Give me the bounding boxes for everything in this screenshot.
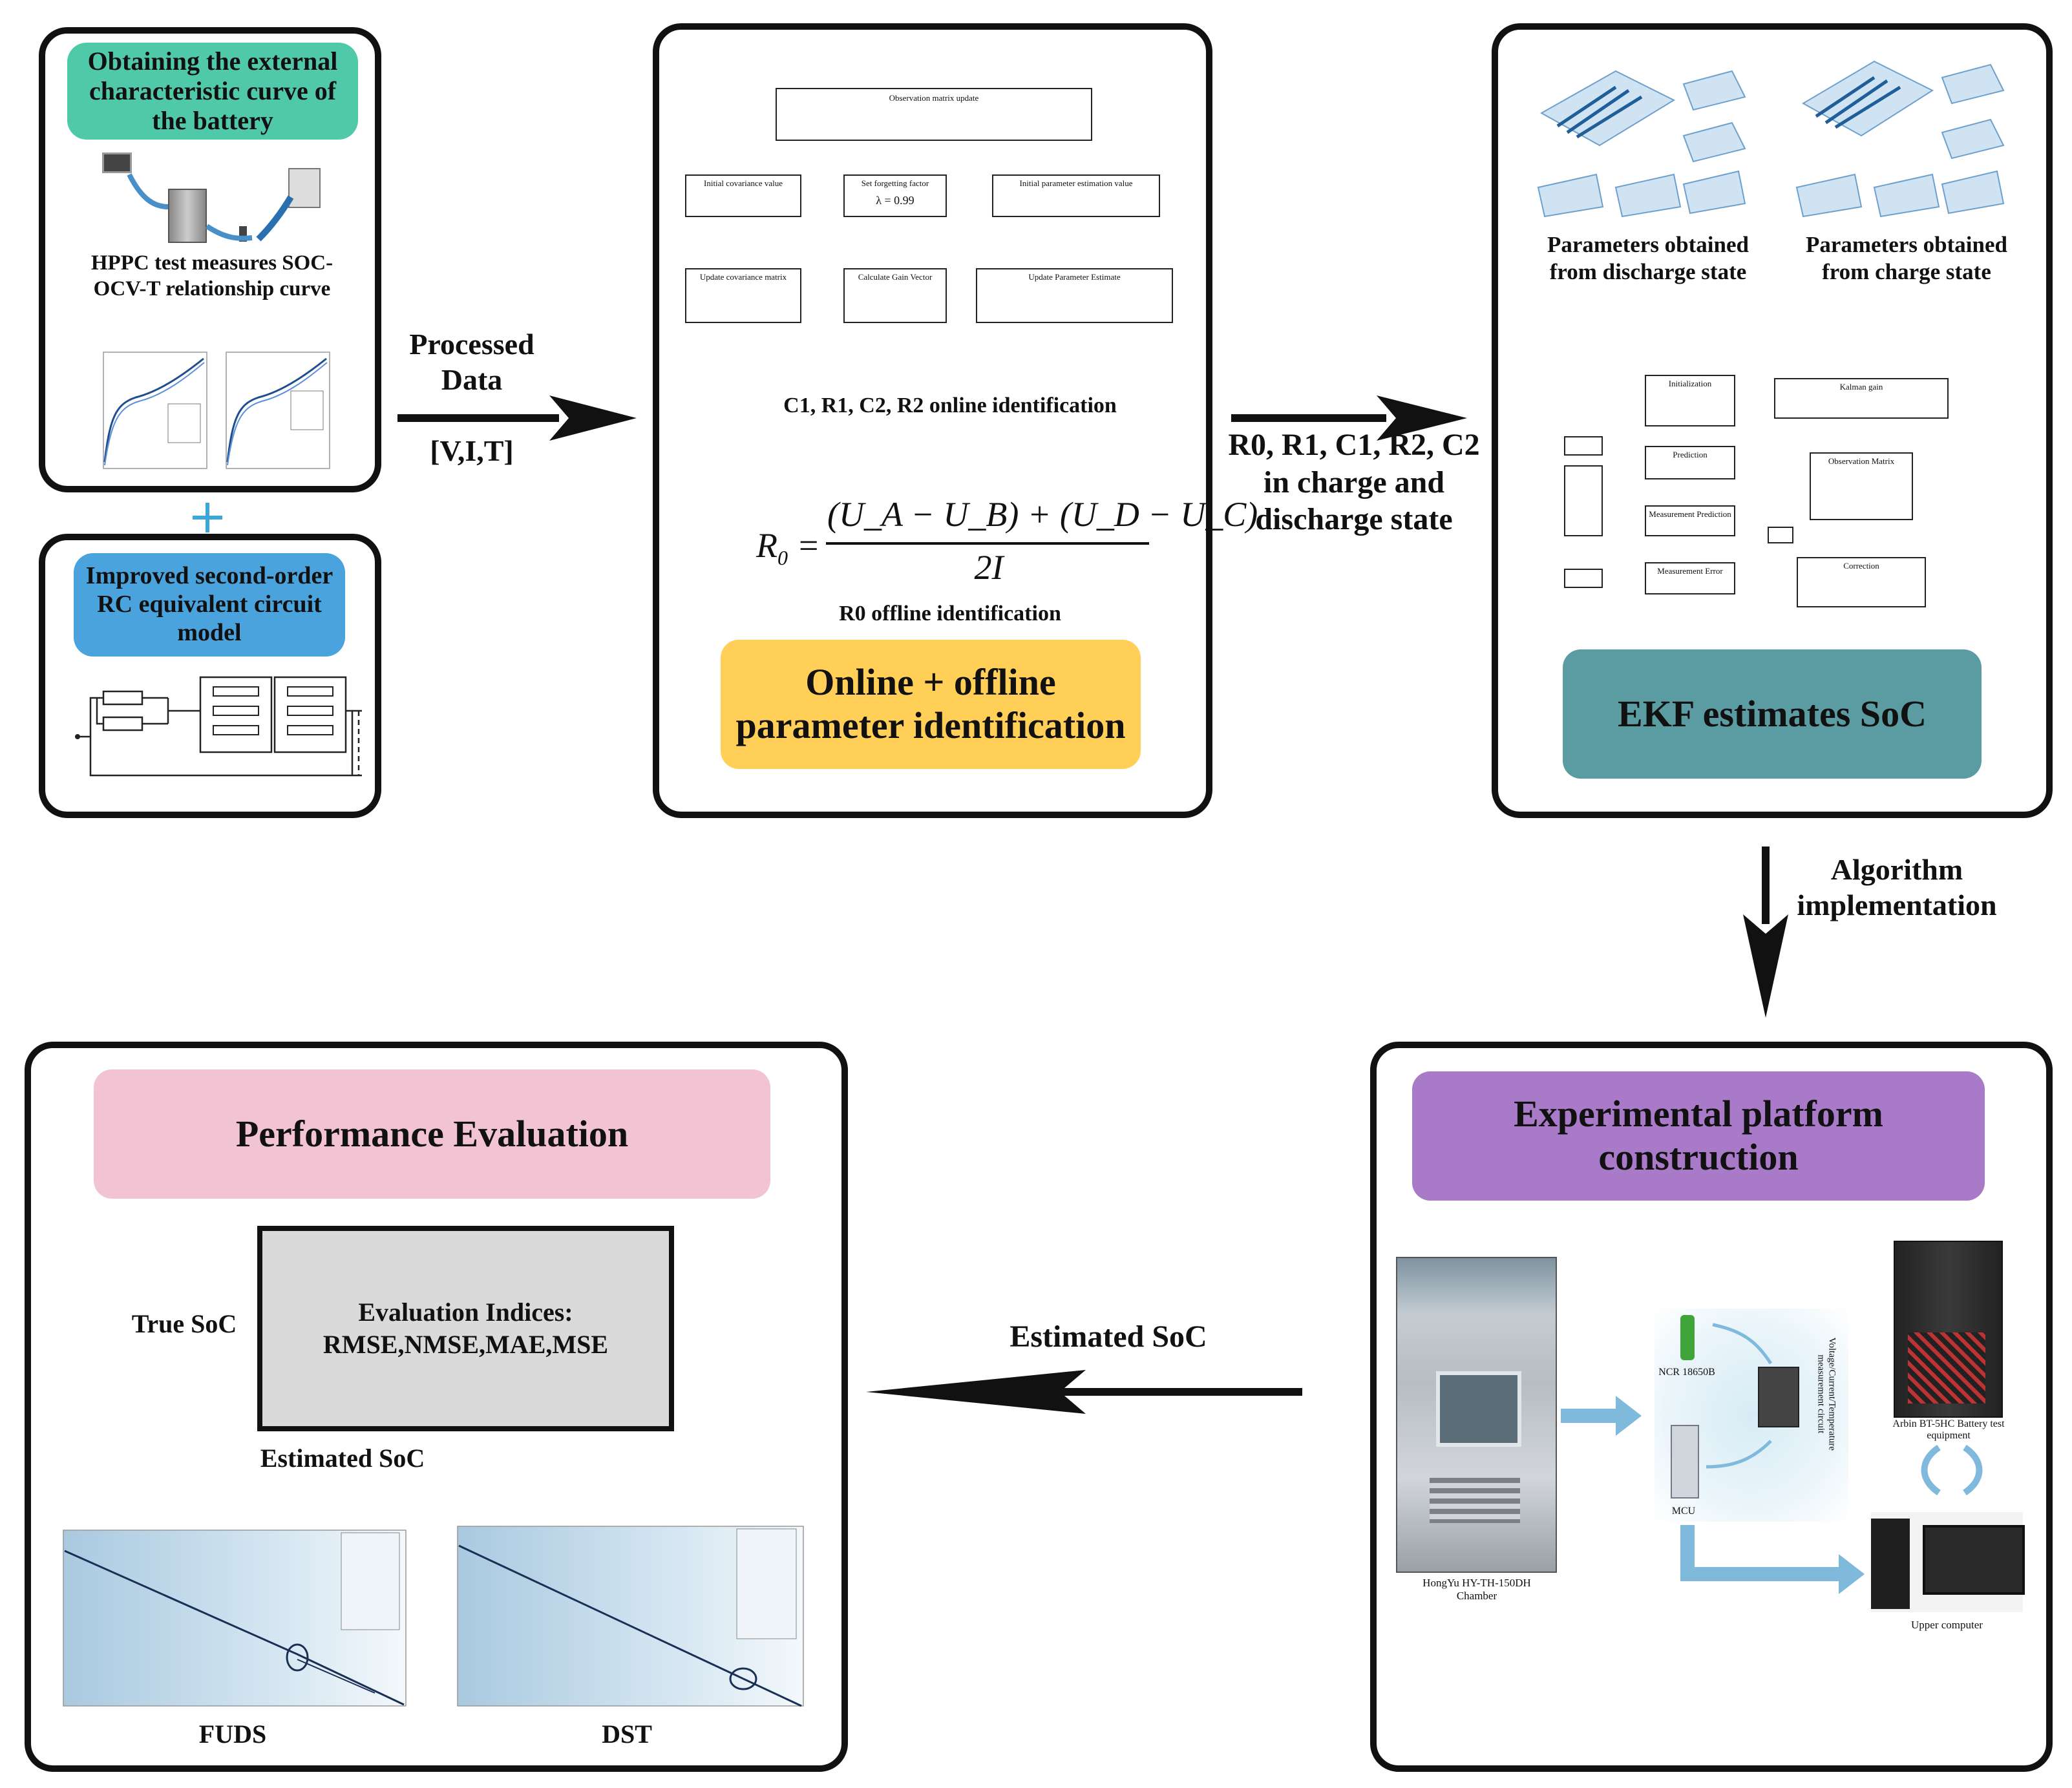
initial-covariance-box: Initial covariance value [685, 174, 801, 217]
true-soc-label: True SoC [131, 1309, 237, 1338]
estimated-soc-arrow [866, 1370, 1302, 1414]
estimated-soc-label: Estimated SoC [1010, 1320, 1207, 1354]
climate-chamber-photo [1396, 1257, 1557, 1573]
online-offline-banner: Online + offline parameter identificatio… [721, 640, 1141, 769]
estimated-soc-sub-label: Estimated SoC [260, 1444, 425, 1473]
pc-label: Upper computer [1911, 1619, 1983, 1631]
algorithm-implementation-arrow [1743, 847, 1788, 1018]
chamber-icon [288, 168, 321, 208]
parameters-arrow [1231, 395, 1467, 441]
evaluation-indices-list: RMSE,NMSE,MAE,MSE [322, 1330, 609, 1359]
ekf-kalman-gain-box: Kalman gain [1774, 378, 1949, 419]
ekf-observation-matrix-box: Observation Matrix [1810, 452, 1913, 520]
forgetting-factor-box: Set forgetting factor λ = 0.99 [843, 174, 947, 217]
evaluation-indices-box: Evaluation Indices: RMSE,NMSE,MAE,MSE [257, 1226, 674, 1431]
vit-label: [V,I,T] [430, 434, 514, 467]
measurement-board-photo [1758, 1367, 1799, 1427]
processed-data-arrow [397, 395, 637, 441]
circuit-model-title: Improved second-order RC equivalent circ… [74, 553, 345, 657]
update-parameter-box: Update Parameter Estimate [976, 268, 1173, 323]
initial-parameter-box: Initial parameter estimation value [992, 174, 1160, 217]
arbin-cables [1908, 1332, 1985, 1404]
upper-computer-photo [1871, 1512, 2025, 1612]
ekf-delay-box [1768, 527, 1793, 543]
battery-curve-title: Obtaining the external characteristic cu… [67, 43, 358, 140]
fuds-soc-line [64, 1550, 405, 1706]
formula-fraction-bar [826, 542, 1149, 545]
plus-icon [193, 503, 222, 532]
chamber-window [1436, 1371, 1521, 1447]
mcu-label: MCU [1671, 1506, 1696, 1517]
discharge-parameter-plots [1537, 70, 1746, 218]
dst-soc-line [458, 1544, 802, 1707]
arbin-label: Arbin BT-5HC Battery test equipment [1892, 1418, 2005, 1442]
charge-parameter-plots [1795, 60, 2005, 218]
soc-ocv-plot-discharge [103, 352, 207, 469]
test-cabinet-icon [168, 189, 207, 243]
observation-matrix-box: Observation matrix update [776, 88, 1092, 141]
online-identification-label: C1, R1, C2, R2 online identification [783, 394, 1117, 417]
ekf-correction-box: Correction [1797, 557, 1926, 607]
experimental-platform-banner: Experimental platform construction [1412, 1071, 1985, 1201]
forgetting-factor-label: Set forgetting factor [861, 178, 929, 188]
fuds-label: FUDS [198, 1720, 267, 1749]
cell-label: NCR 18650B [1658, 1367, 1715, 1378]
fuds-est-line [297, 1659, 375, 1694]
arbin-tester-photo [1894, 1241, 2003, 1418]
ekf-voltage-box [1564, 569, 1603, 588]
formula-lhs-subscript: 0 [777, 545, 788, 569]
offline-identification-label: R0 offline identification [839, 602, 1061, 626]
processed-data-label: Processed Data [409, 328, 534, 397]
dst-label: DST [602, 1720, 652, 1749]
evaluation-indices-title: Evaluation Indices: [358, 1298, 573, 1327]
ekf-measurement-prediction-box: Measurement Prediction [1645, 505, 1735, 536]
parameters-label: R0, R1, C1, R2, C2 in charge and dischar… [1228, 428, 1480, 537]
forgetting-factor-value: λ = 0.99 [876, 194, 914, 207]
mcu-photo [1671, 1425, 1699, 1499]
laptop-icon [102, 153, 132, 173]
formula-lhs-symbol: R [756, 526, 777, 565]
ekf-input-box [1564, 436, 1603, 456]
algorithm-implementation-label: Algorithm implementation [1797, 853, 1997, 922]
formula-denominator: 2I [974, 548, 1004, 587]
formula-lhs: R0 = [756, 526, 820, 569]
ekf-measurement-error-box: Measurement Error [1645, 562, 1735, 594]
dst-zoom-circle [729, 1667, 757, 1690]
hppc-description: HPPC test measures SOC-OCV-T relationshi… [90, 251, 333, 300]
ekf-banner: EKF estimates SoC [1563, 649, 1982, 779]
discharge-params-label: Parameters obtained from discharge state [1547, 232, 1749, 284]
dst-legend [736, 1528, 797, 1639]
ekf-params-box [1564, 465, 1603, 536]
chamber-vent [1430, 1478, 1520, 1523]
soc-ocv-curve-plots [103, 352, 330, 469]
ekf-init-box: Initialization [1645, 375, 1735, 426]
fuds-zoom-circle [286, 1643, 309, 1672]
battery-cell-photo [1680, 1315, 1695, 1360]
pc-tower [1871, 1519, 1910, 1609]
flow-curve-arrows [127, 173, 294, 242]
gain-vector-box: Calculate Gain Vector [843, 268, 947, 323]
soc-ocv-charts [90, 346, 343, 478]
ekf-prediction-box: Prediction [1645, 446, 1735, 479]
performance-evaluation-banner: Performance Evaluation [94, 1069, 770, 1199]
update-covariance-box: Update covariance matrix [685, 268, 801, 323]
chamber-label: HongYu HY-TH-150DH Chamber [1422, 1577, 1531, 1602]
soc-ocv-plot-charge [226, 352, 330, 469]
fuds-legend [341, 1532, 400, 1630]
charge-params-label: Parameters obtained from charge state [1805, 232, 2007, 284]
hppc-equipment-illustration [97, 142, 330, 246]
pc-monitor [1923, 1525, 2025, 1595]
